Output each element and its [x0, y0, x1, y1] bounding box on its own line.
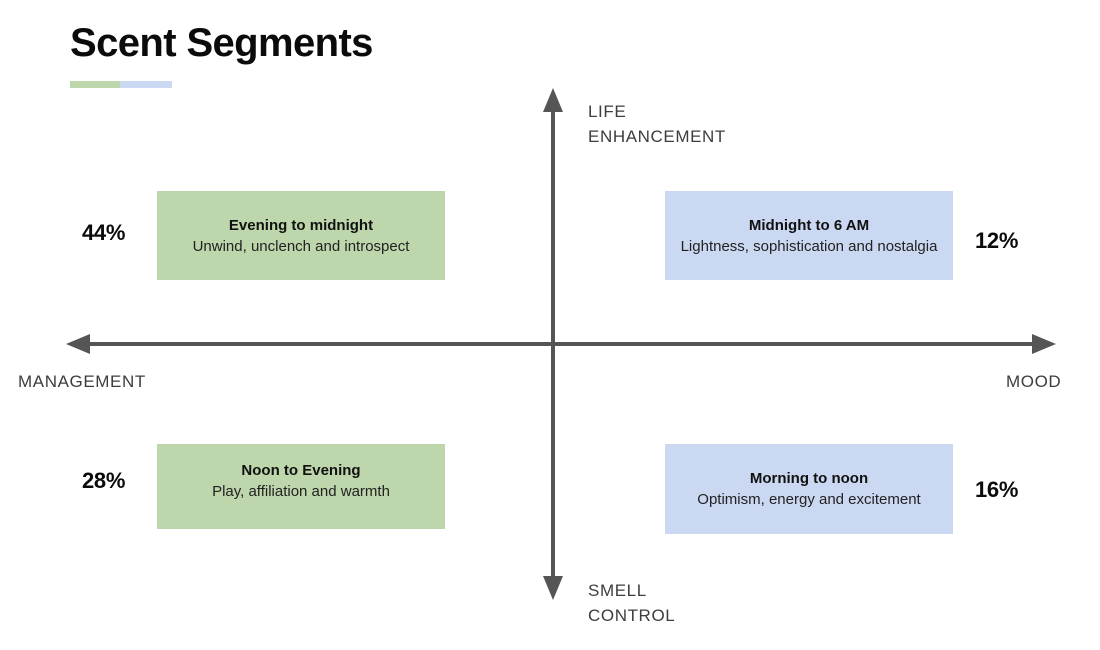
quadrant-title: Noon to Evening [241, 462, 361, 479]
axis-arrow-left [66, 334, 90, 354]
quadrant-title: Midnight to 6 AM [748, 216, 870, 234]
axis-label-smell-control: SMELL CONTROL [588, 581, 676, 625]
quadrant-box-top-right: Midnight to 6 AM Lightness, sophisticati… [665, 191, 953, 280]
title-block: Scent Segments [70, 18, 373, 88]
axis-label-management: MANAGEMENT [18, 372, 146, 391]
quadrant-description: Lightness, sophistication and nostalgia [680, 237, 938, 255]
quadrant-box-top-left: Evening to midnight Unwind, unclench and… [157, 191, 445, 280]
quadrant-title: Evening to midnight [228, 216, 374, 234]
quadrant-description: Unwind, unclench and introspect [192, 237, 410, 255]
title-underline-rule [70, 81, 172, 88]
percent-label-top-left: 44% [82, 220, 126, 245]
quadrant-description: Optimism, energy and excitement [697, 491, 921, 508]
quadrant-title: Morning to noon [749, 470, 869, 487]
axis-label-life-enhancement: LIFE ENHANCEMENT [588, 102, 726, 146]
quadrant-box-bottom-right: Morning to noon Optimism, energy and exc… [665, 444, 953, 534]
percent-label-bottom-left: 28% [82, 468, 126, 493]
title-rule-segment-green [70, 81, 120, 88]
page-title: Scent Segments [70, 21, 373, 65]
axis-arrow-up [543, 88, 563, 112]
axis-label-mood: MOOD [1006, 372, 1062, 391]
percent-label-bottom-right: 16% [975, 477, 1019, 502]
quadrant-description: Play, affiliation and warmth [212, 483, 390, 500]
axis-arrow-down [543, 576, 563, 600]
title-rule-segment-blue [120, 81, 172, 88]
axis-arrow-right [1032, 334, 1056, 354]
percent-label-top-right: 12% [975, 228, 1019, 253]
quadrant-box-bottom-left: Noon to Evening Play, affiliation and wa… [157, 444, 445, 529]
